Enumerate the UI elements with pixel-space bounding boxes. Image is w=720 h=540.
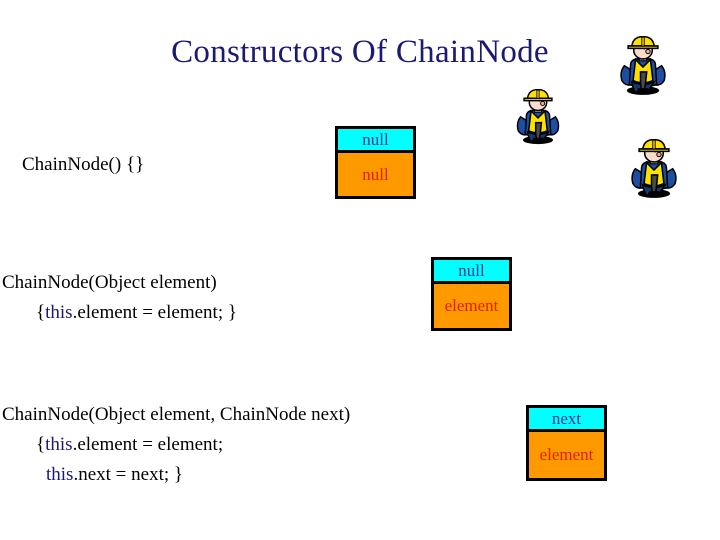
- code-line: ChainNode(Object element): [2, 272, 217, 293]
- node-next-field: null: [338, 129, 413, 153]
- keyword-this: this: [45, 434, 73, 455]
- code-line: ChainNode(Object element, ChainNode next…: [2, 404, 351, 425]
- code-line: ChainNode() {}: [22, 154, 145, 175]
- constructor-signature-element-next: ChainNode(Object element, ChainNode next…: [2, 400, 350, 490]
- constructor-signature-noarg: ChainNode() {}: [22, 150, 144, 180]
- construction-worker-icon: [509, 89, 567, 147]
- page-title: Constructors Of ChainNode: [171, 34, 549, 70]
- chain-node-diagram-2: null element: [431, 257, 512, 331]
- code-brace: {: [36, 434, 46, 455]
- code-body: .element = element; }: [72, 302, 237, 323]
- node-next-field: null: [434, 260, 509, 284]
- construction-worker-icon: [623, 139, 685, 201]
- construction-worker-icon: [612, 36, 674, 98]
- code-body: .element = element;: [72, 434, 224, 455]
- node-element-field: element: [529, 432, 604, 478]
- code-line: {this.element = element;: [2, 430, 350, 460]
- code-line: this.next = next; }: [2, 460, 350, 490]
- node-element-field: null: [338, 153, 413, 196]
- code-line: {this.element = element; }: [2, 298, 237, 328]
- node-element-field: element: [434, 284, 509, 328]
- code-brace: {: [36, 302, 46, 323]
- keyword-this: this: [46, 464, 74, 485]
- code-body: .next = next; }: [73, 464, 183, 485]
- keyword-this: this: [45, 302, 73, 323]
- chain-node-diagram-3: next element: [526, 405, 607, 481]
- node-next-field: next: [529, 408, 604, 432]
- chain-node-diagram-1: null null: [335, 126, 416, 199]
- constructor-signature-element: ChainNode(Object element) {this.element …: [2, 268, 237, 328]
